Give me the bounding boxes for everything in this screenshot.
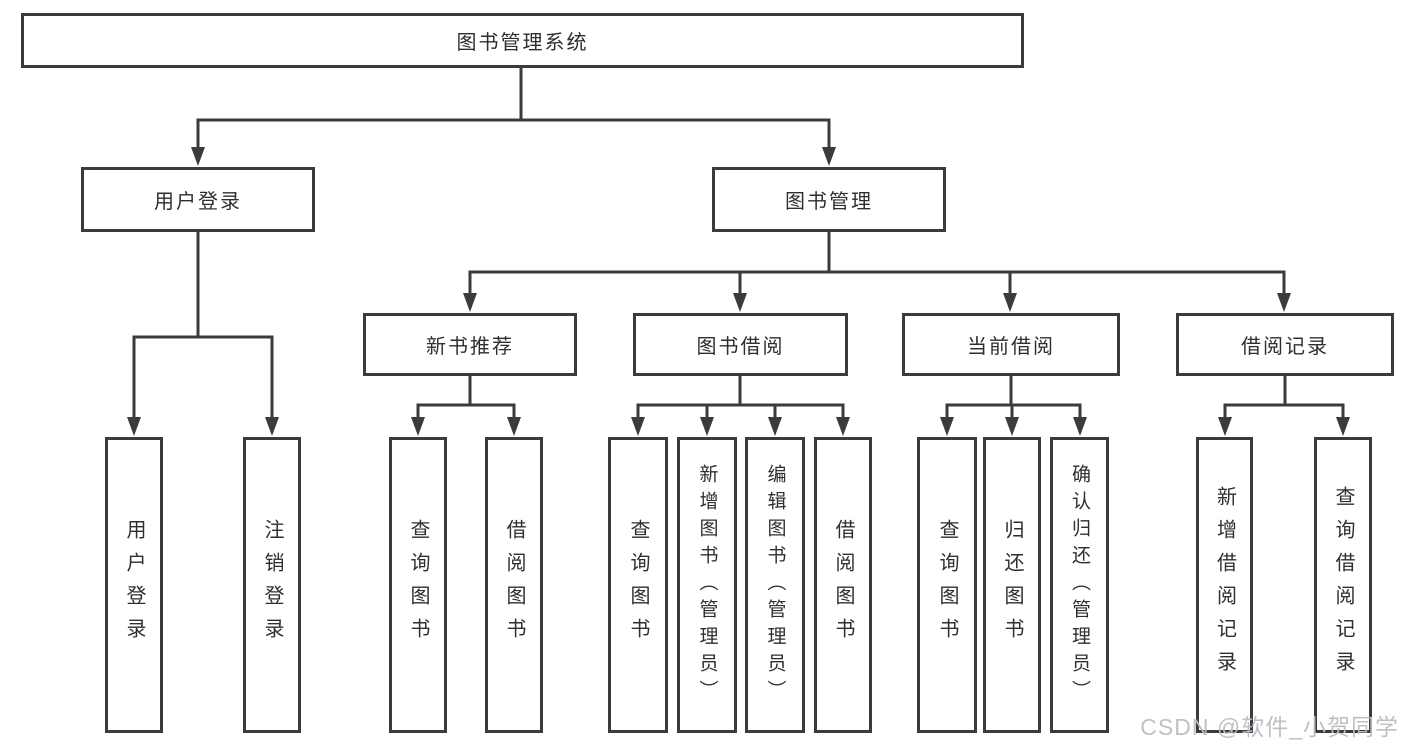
leaf-edit-book-admin: 编辑图书（管理员）	[745, 437, 805, 733]
node-label: 注销登录	[261, 519, 283, 651]
node-new-book-recommend: 新书推荐	[363, 313, 577, 376]
node-label: 用户登录	[154, 191, 242, 213]
leaf-query-books-1: 查询图书	[389, 437, 447, 733]
leaf-query-books-2: 查询图书	[608, 437, 668, 733]
node-label: 图书管理	[785, 191, 873, 213]
csdn-watermark: CSDN @软件_小贺同学	[1140, 714, 1399, 740]
leaf-add-borrow-record: 新增借阅记录	[1196, 437, 1253, 733]
node-root-system: 图书管理系统	[21, 13, 1024, 68]
node-label: 新增图书（管理员）	[696, 463, 718, 707]
leaf-return-book: 归还图书	[983, 437, 1041, 733]
node-label: 新增借阅记录	[1213, 486, 1236, 684]
leaf-confirm-return-admin: 确认归还（管理员）	[1050, 437, 1109, 733]
leaf-add-book-admin: 新增图书（管理员）	[677, 437, 737, 733]
leaf-borrow-books-2: 借阅图书	[814, 437, 872, 733]
node-label: 查询图书	[407, 519, 429, 651]
node-label: 借阅记录	[1241, 336, 1329, 358]
node-borrow-records: 借阅记录	[1176, 313, 1394, 376]
leaf-borrow-books-1: 借阅图书	[485, 437, 543, 733]
node-label: 查询图书	[627, 519, 649, 651]
node-user-login-group: 用户登录	[81, 167, 315, 232]
node-label: 归还图书	[1001, 519, 1023, 651]
leaf-user-login: 用户登录	[105, 437, 163, 733]
node-label: 图书管理系统	[456, 32, 589, 54]
node-label: 借阅图书	[832, 519, 854, 651]
leaf-logout: 注销登录	[243, 437, 301, 733]
node-current-borrow: 当前借阅	[902, 313, 1120, 376]
node-book-management: 图书管理	[712, 167, 946, 232]
node-label: 查询图书	[936, 519, 958, 651]
node-book-borrow: 图书借阅	[633, 313, 848, 376]
node-label: 用户登录	[123, 519, 145, 651]
node-label: 当前借阅	[967, 336, 1055, 358]
leaf-query-borrow-record: 查询借阅记录	[1314, 437, 1372, 733]
node-label: 查询借阅记录	[1332, 486, 1354, 684]
node-label: 借阅图书	[503, 519, 525, 651]
node-label: 确认归还（管理员）	[1069, 463, 1090, 707]
node-label: 新书推荐	[426, 336, 514, 358]
node-label: 编辑图书（管理员）	[764, 463, 786, 707]
leaf-query-books-3: 查询图书	[917, 437, 977, 733]
node-label: 图书借阅	[696, 336, 785, 358]
